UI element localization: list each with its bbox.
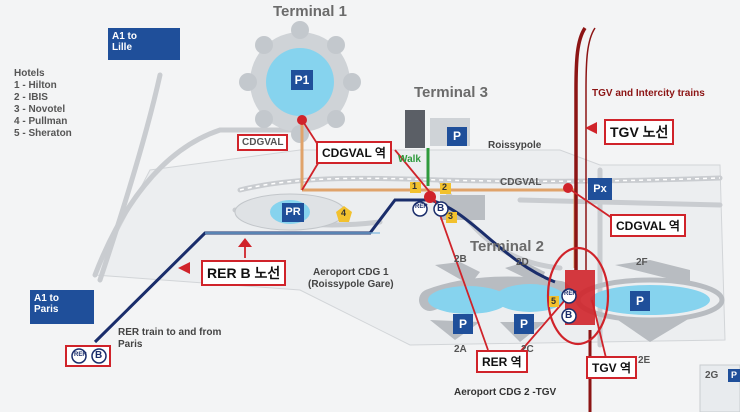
cdgval-label-t3: CDGVAL [500, 177, 542, 188]
callout-rer-b-line: RER B 노선 [201, 260, 287, 286]
hotel-item: 3 - Novotel [14, 104, 66, 115]
hotel-marker-1: 1 [412, 181, 418, 191]
callout-tgv-line: TGV 노선 [604, 119, 675, 145]
tgv-intercity-label: TGV and Intercity trains [592, 88, 705, 99]
aeroport-cdg1-line2: (Roissypole Gare) [308, 279, 394, 290]
hotel-item: 4 - Pullman [14, 116, 68, 127]
gate-2d-label: 2D [516, 257, 529, 268]
rer-logo-t3 [412, 201, 449, 217]
parking-2g: P [728, 369, 740, 382]
a1-paris-line1: A1 to [34, 293, 59, 304]
walk-label: Walk [398, 154, 421, 165]
b-text-t3: B [437, 203, 445, 214]
parking-2f: P [630, 291, 650, 311]
hotel-item: 2 - IBIS [14, 92, 48, 103]
parking-2c: P [514, 314, 534, 334]
hotel-item: 1 - Hilton [14, 80, 57, 91]
b-text-paris: B [95, 350, 103, 361]
hotel-marker-3: 3 [448, 211, 454, 221]
b-text-t2: B [565, 310, 573, 321]
parking-2a: P [453, 314, 473, 334]
aeroport-cdg2-label: Aeroport CDG 2 -TGV [454, 387, 557, 398]
cdgval-station-t3-dot [424, 191, 436, 203]
cdgval-station-t1-dot [297, 115, 307, 125]
rer-text-t2: RER [564, 291, 577, 297]
terminal-3-label: Terminal 3 [414, 84, 488, 101]
hotel-marker-2: 2 [442, 182, 448, 192]
gate-2f-label: 2F [636, 257, 648, 268]
rer-paris-label: RER train to and from Paris [118, 327, 221, 351]
hotels-title: Hotels [14, 68, 45, 79]
cdgval-station-t2-dot [563, 183, 573, 193]
gate-2b-label: 2B [454, 254, 467, 265]
hotel-marker-4: 4 [341, 208, 347, 218]
callout-rer-station: RER 역 [476, 350, 528, 373]
gate-2c-label: 2C [521, 344, 534, 355]
parking-t3: P [447, 127, 467, 146]
rer-paris-line1: RER train to and from [118, 327, 222, 338]
callout-cdgval-station-1: CDGVAL 역 [316, 141, 392, 164]
a1-lille-line1: A1 to [112, 31, 137, 42]
gate-2g-label: 2G [705, 370, 719, 381]
rer-paris-line2: Paris [118, 339, 143, 350]
hotel-item: 5 - Sheraton [14, 128, 72, 139]
rer-logo-t2 [561, 288, 577, 324]
tgv-station-highlight [546, 246, 610, 346]
aeroport-cdg1-label: Aeroport CDG 1 (Roissypole Gare) [308, 267, 394, 291]
hotels-legend: Hotels 1 - Hilton 2 - IBIS 3 - Novotel 4… [14, 68, 72, 140]
terminal-2-label: Terminal 2 [470, 238, 544, 255]
tgv-line-secondary [585, 27, 596, 270]
parking-p1: P1 [291, 70, 313, 90]
callout-cdgval-station-2: CDGVAL 역 [610, 214, 686, 237]
terminal-1-label: Terminal 1 [273, 3, 347, 20]
rer-text-paris: RER [74, 352, 87, 358]
parking-px: Px [588, 178, 612, 200]
a1-paris-line2: Paris [34, 304, 59, 315]
aeroport-cdg1-line1: Aeroport CDG 1 [313, 267, 389, 278]
a1-paris-sign: A1 to Paris [30, 290, 94, 324]
rer-text-t3: RER [415, 204, 428, 210]
hotel-marker-5: 5 [551, 296, 557, 306]
gate-2a-label: 2A [454, 344, 467, 355]
cdgval-label-t1: CDGVAL [237, 134, 289, 151]
parking-pr: PR [282, 203, 304, 222]
gate-2e-label: 2E [638, 355, 651, 366]
tgv-line [574, 27, 587, 270]
roissypole-label: Roissypole [488, 140, 542, 151]
rer-b-line [93, 198, 556, 344]
callout-tgv-station: TGV 역 [586, 356, 638, 379]
a1-lille-line2: Lille [112, 42, 133, 53]
a1-lille-sign: A1 to Lille [108, 28, 180, 60]
